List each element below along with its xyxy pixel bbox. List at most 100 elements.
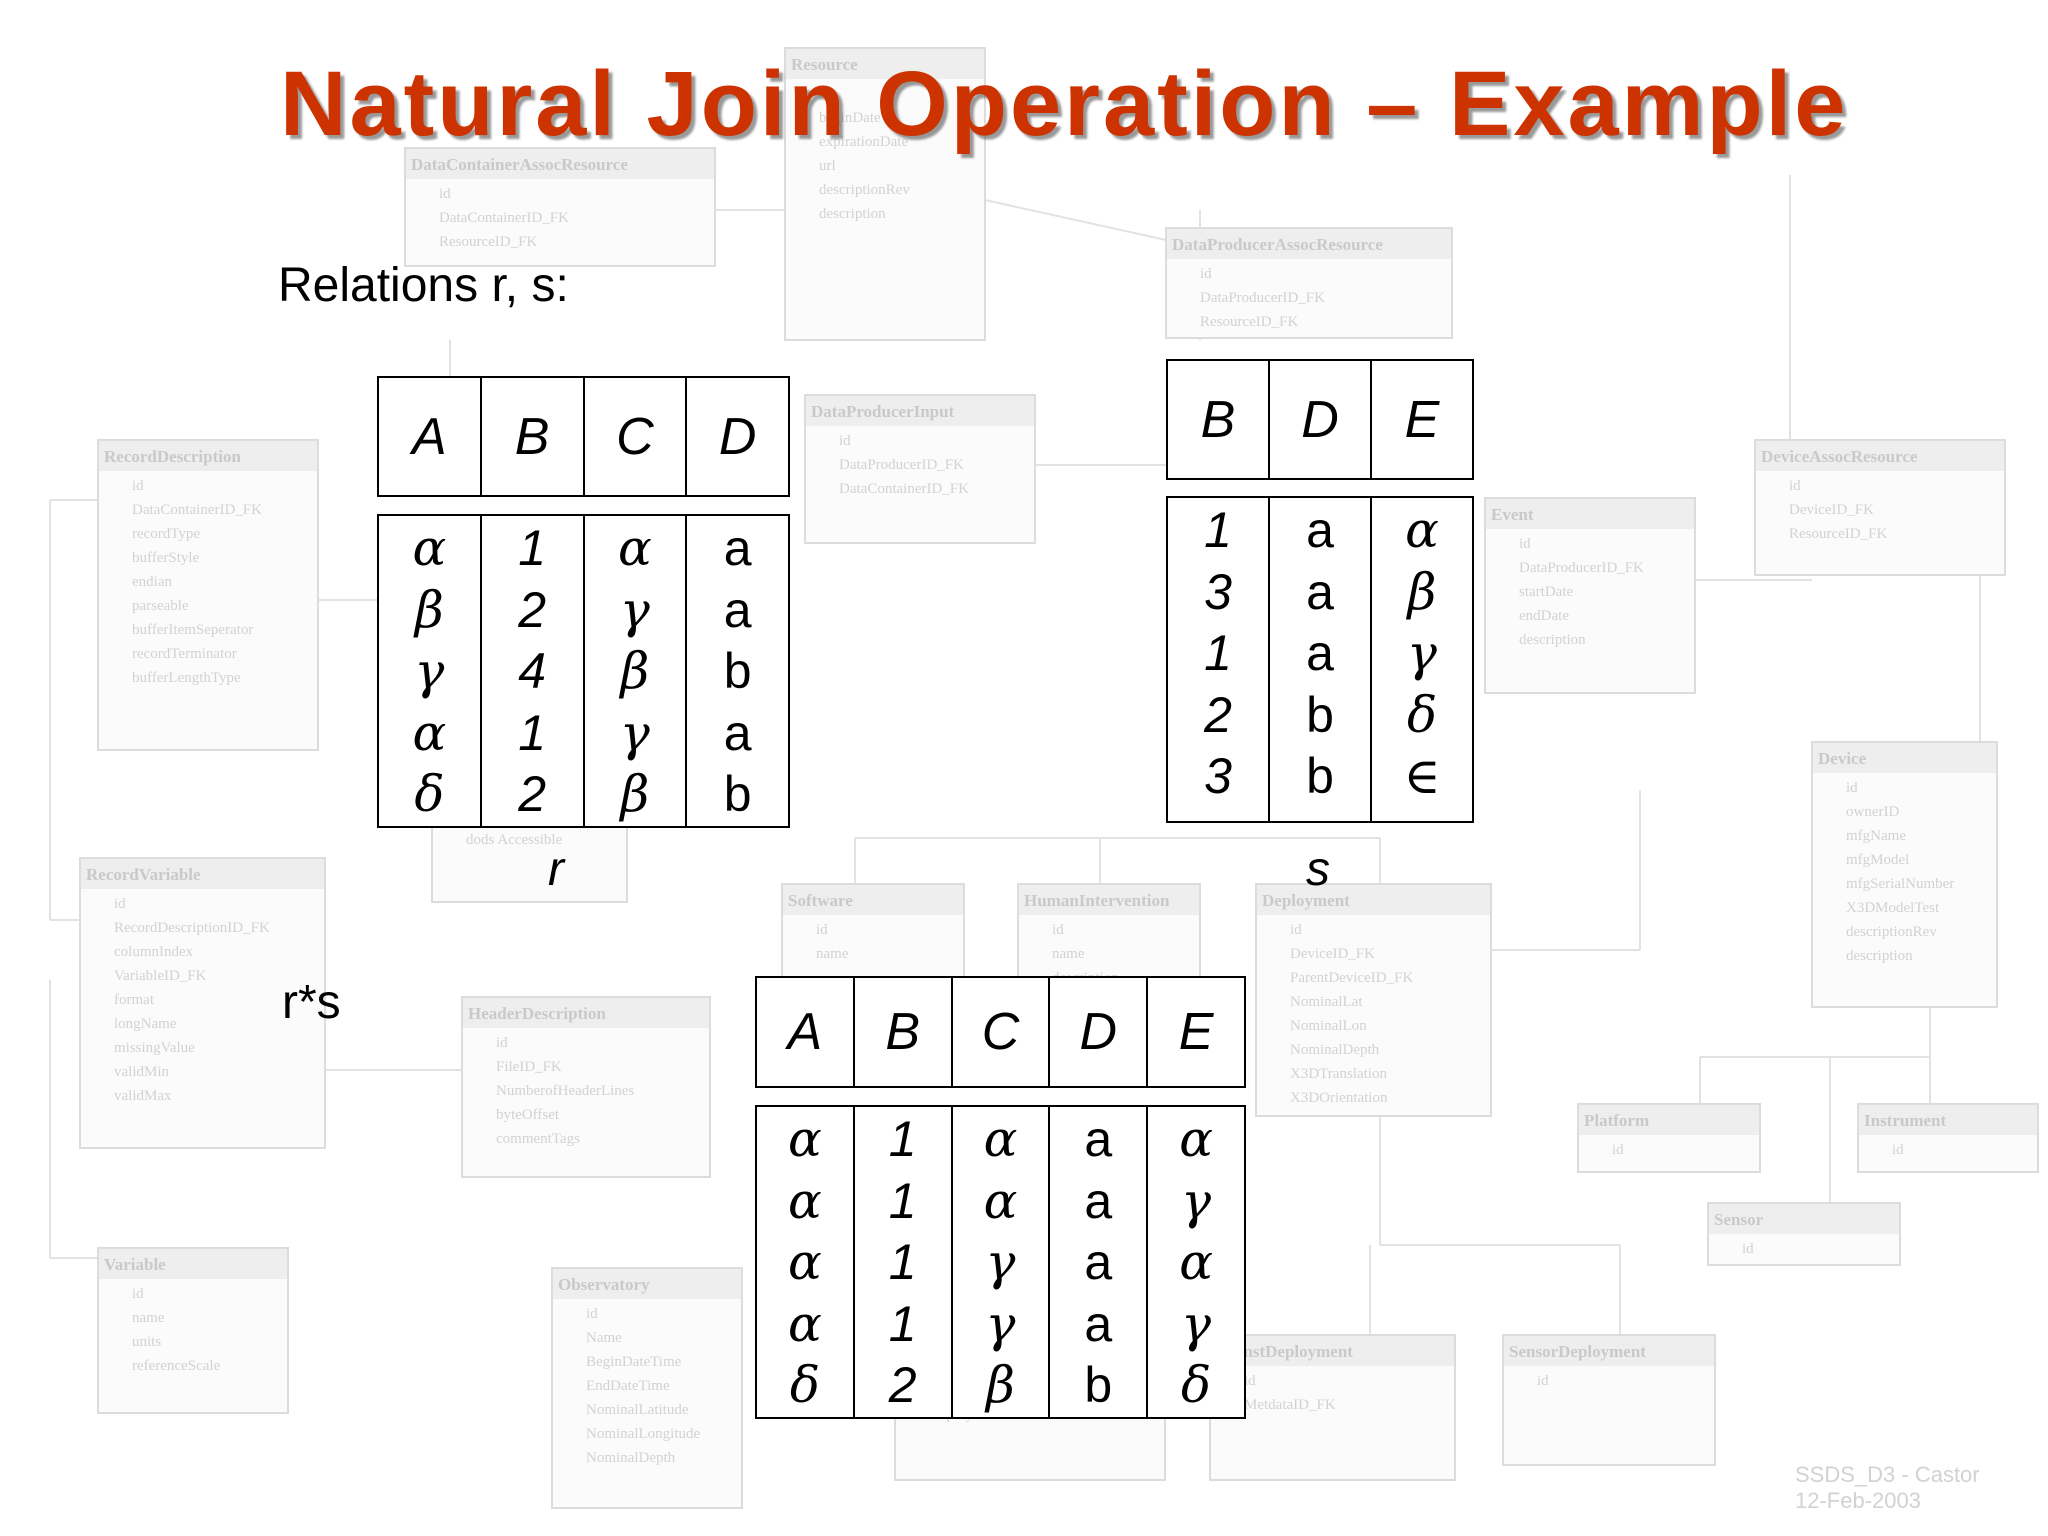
- svg-text:mfgSerialNumber: mfgSerialNumber: [1846, 876, 1954, 892]
- s-cell: β: [1407, 562, 1437, 621]
- rs-cell: a: [1084, 1234, 1113, 1290]
- s-cell: 3: [1204, 748, 1232, 804]
- svg-text:calInstDeployment: calInstDeployment: [1216, 1342, 1353, 1361]
- rs-cell: a: [1084, 1172, 1113, 1229]
- r-cell: 4: [518, 643, 547, 699]
- svg-text:NominalLatitude: NominalLatitude: [586, 1402, 689, 1418]
- svg-text:columnIndex: columnIndex: [114, 944, 194, 960]
- svg-text:name: name: [816, 946, 849, 962]
- svg-text:Observatory: Observatory: [558, 1275, 650, 1294]
- s-cell: a: [1306, 502, 1334, 558]
- svg-text:id: id: [1200, 266, 1212, 282]
- relation-s-name: s: [1306, 843, 1330, 896]
- svg-text:endDate: endDate: [1519, 608, 1569, 624]
- svg-text:HeaderDescription: HeaderDescription: [468, 1004, 606, 1023]
- svg-text:SensorDeployment: SensorDeployment: [1509, 1342, 1646, 1361]
- result-label: r*s: [282, 976, 341, 1029]
- svg-text:id: id: [819, 86, 831, 102]
- bg-entity: RecordDescriptionidDataContainerID_FKrec…: [97, 439, 319, 751]
- s-cell: γ: [1407, 624, 1437, 682]
- svg-text:NumberofHeaderLines: NumberofHeaderLines: [496, 1083, 634, 1099]
- rs-cell: γ: [985, 1233, 1016, 1291]
- svg-text:missingValue: missingValue: [114, 1040, 195, 1056]
- svg-text:NominalDepth: NominalDepth: [586, 1450, 676, 1466]
- svg-text:startDate: startDate: [1519, 584, 1573, 600]
- svg-text:id: id: [114, 896, 126, 912]
- s-cell: 2: [1204, 686, 1232, 743]
- svg-text:RecordDescriptionID_FK: RecordDescriptionID_FK: [114, 920, 270, 936]
- svg-text:DeviceAssocResource: DeviceAssocResource: [1761, 447, 1918, 466]
- s-cell: δ: [1406, 685, 1438, 744]
- r-cell: γ: [619, 703, 650, 762]
- svg-text:Deployment: Deployment: [1262, 891, 1350, 910]
- svg-text:DeviceID_FK: DeviceID_FK: [1789, 502, 1874, 518]
- svg-text:id: id: [816, 922, 828, 938]
- r-col-header-a: A: [377, 376, 482, 497]
- svg-text:Device: Device: [1818, 749, 1867, 768]
- s-cell: α: [1405, 501, 1439, 559]
- r-cell: α: [412, 519, 447, 577]
- svg-text:DataProducerAssocResource: DataProducerAssocResource: [1172, 235, 1383, 254]
- s-col-header-e: E: [1370, 359, 1474, 480]
- rs-cell: γ: [1181, 1171, 1212, 1230]
- r-cell: b: [723, 643, 752, 699]
- svg-text:X3DOrientation: X3DOrientation: [1290, 1090, 1388, 1106]
- s-cell: b: [1306, 686, 1334, 743]
- s-cell: 1: [1204, 625, 1232, 681]
- bg-footer-text: SSDS_D3 - Castor: [1795, 1462, 1980, 1487]
- svg-text:id: id: [439, 186, 451, 202]
- bg-entity: DeviceAssocResourceidDeviceID_FKResource…: [1754, 439, 2006, 576]
- svg-text:description: description: [1519, 632, 1586, 648]
- rs-cell: 1: [888, 1234, 917, 1290]
- rs-cell: β: [986, 1356, 1015, 1414]
- bg-entity: RecordVariableidRecordDescriptionID_FKco…: [79, 857, 326, 1149]
- svg-text:Variable: Variable: [104, 1255, 166, 1274]
- rs-cell: γ: [1181, 1294, 1212, 1353]
- rs-cell: 2: [888, 1357, 917, 1413]
- svg-text:name: name: [1052, 946, 1085, 962]
- r-cell: a: [723, 520, 752, 576]
- svg-text:MetdataID_FK: MetdataID_FK: [1244, 1397, 1336, 1413]
- svg-text:DataProducerID_FK: DataProducerID_FK: [1200, 290, 1325, 306]
- svg-text:FileID_FK: FileID_FK: [496, 1059, 562, 1075]
- svg-text:mfgModel: mfgModel: [1846, 852, 1909, 868]
- svg-text:NominalLon: NominalLon: [1290, 1018, 1367, 1034]
- svg-text:RecordDescription: RecordDescription: [104, 447, 241, 466]
- svg-text:BeginDateTime: BeginDateTime: [586, 1354, 682, 1370]
- rs-cell: α: [983, 1110, 1018, 1168]
- s-cell: a: [1306, 625, 1334, 681]
- svg-text:description: description: [819, 206, 886, 222]
- svg-text:parseable: parseable: [132, 598, 189, 614]
- svg-text:id: id: [132, 478, 144, 494]
- svg-text:ParentDeviceID_FK: ParentDeviceID_FK: [1290, 970, 1413, 986]
- rs-cell: 1: [888, 1295, 917, 1352]
- rs-cell: α: [788, 1110, 822, 1168]
- svg-text:id: id: [586, 1306, 598, 1322]
- rs-cell: α: [1179, 1233, 1213, 1291]
- svg-text:ResourceID_FK: ResourceID_FK: [1200, 314, 1298, 330]
- svg-text:DataContainerID_FK: DataContainerID_FK: [132, 502, 262, 518]
- svg-text:id: id: [1052, 922, 1064, 938]
- s-cell: b: [1306, 748, 1334, 804]
- svg-text:X3DModelTest: X3DModelTest: [1846, 900, 1940, 916]
- svg-text:DataProducerInput: DataProducerInput: [811, 402, 955, 421]
- r-cell: 1: [518, 704, 547, 761]
- rs-cell: α: [788, 1294, 822, 1353]
- svg-text:commentTags: commentTags: [496, 1131, 580, 1147]
- r-cell: b: [723, 766, 752, 822]
- svg-text:bufferLengthType: bufferLengthType: [132, 670, 241, 686]
- rs-cell: 1: [888, 1111, 917, 1167]
- bg-entity: DeploymentidDeviceID_FKParentDeviceID_FK…: [1255, 883, 1492, 1117]
- svg-text:NominalDepth: NominalDepth: [1290, 1042, 1380, 1058]
